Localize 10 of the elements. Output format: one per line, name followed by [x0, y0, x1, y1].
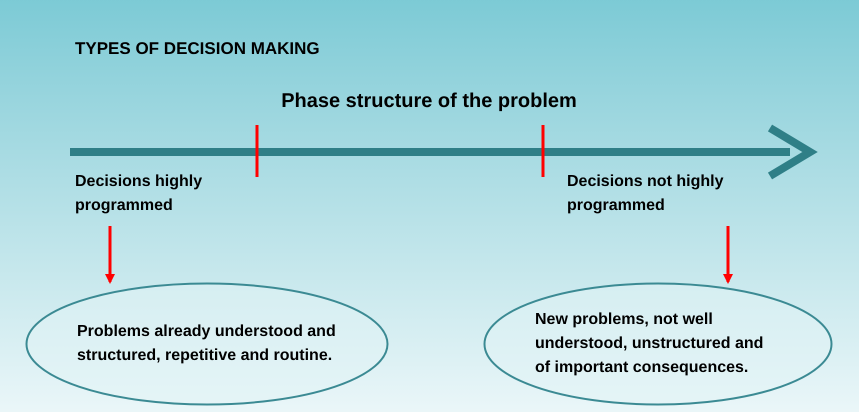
ellipse-node	[483, 282, 833, 406]
diagram-title: TYPES OF DECISION MAKING	[75, 38, 320, 60]
node-label: Decisions highly programmed	[75, 170, 275, 226]
node-text: Problems already understood and structured, repetitive and routine.	[77, 322, 337, 366]
arrow	[105, 226, 115, 284]
arrow	[723, 226, 733, 284]
node-label: Decisions not highly programmed	[567, 170, 787, 226]
axis-label: Phase structure of the problem	[280, 89, 578, 114]
ellipse-node	[25, 282, 389, 406]
node-text: New problems, not well understood, unstructured and of important consequences.	[535, 310, 764, 378]
